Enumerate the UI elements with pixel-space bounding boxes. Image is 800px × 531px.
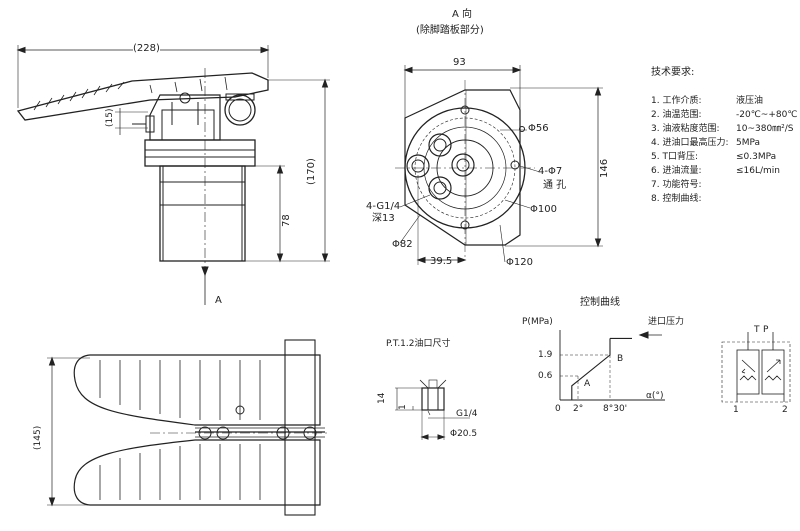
symbol-port-1: 1: [733, 405, 739, 415]
symbol-t-label: T: [754, 325, 760, 335]
region-a-label: A: [584, 379, 591, 389]
tech-req-value: 10~380㎜²/S: [736, 124, 794, 134]
view-a-title: A 向: [452, 9, 473, 20]
tech-req-value: 5MPa: [736, 138, 761, 148]
port-holes: [406, 133, 475, 200]
dia-56: Φ56: [528, 123, 549, 134]
dim-146: 146: [599, 158, 610, 178]
dim-93: 93: [453, 57, 466, 68]
port-dim-1: 1: [398, 404, 408, 410]
dia-82: Φ82: [392, 239, 413, 250]
x-tick-label: 8°30': [603, 404, 628, 414]
view-a-subtitle: (除脚踏板部分): [416, 25, 484, 36]
tech-req-label: 2. 油温范围:: [651, 110, 702, 120]
inlet-pressure-label: 进口压力: [648, 317, 685, 327]
control-curve-line: [571, 337, 632, 400]
tech-req-label: 8. 控制曲线:: [651, 194, 702, 204]
dim-170: (170): [306, 158, 317, 185]
dia-100: Φ100: [530, 204, 557, 215]
x-tick-label: 2°: [573, 404, 584, 414]
y-tick-label: 1.9: [538, 350, 553, 360]
a-direction-view: [395, 65, 603, 265]
tech-req-title: 技术要求:: [651, 67, 695, 78]
dim-39-5: 39.5: [430, 256, 453, 267]
dim-145: (145): [33, 425, 43, 450]
tech-req-label: 7. 功能符号:: [651, 180, 702, 190]
view-arrow-label: A: [215, 295, 222, 306]
curve-series: [571, 338, 611, 400]
chart-ylabel: P(MPa): [522, 317, 553, 327]
chart-xlabel: α(°): [646, 391, 664, 401]
pedal-lower: [73, 439, 321, 506]
port-diameter: Φ20.5: [450, 429, 478, 439]
tech-req-value: -20℃~+80℃: [736, 110, 798, 120]
dim-15: (15): [105, 108, 115, 127]
tech-req-value: ≤0.3MPa: [736, 152, 777, 162]
tech-req-label: 1. 工作介质:: [651, 96, 702, 106]
dim-78: 78: [281, 214, 292, 227]
base-flange: [144, 139, 256, 167]
port-detail: [395, 379, 470, 440]
top-view: [47, 339, 330, 516]
symbol-p-label: P: [763, 325, 769, 335]
tech-req-label: 5. T口背压:: [651, 152, 698, 162]
pedal-plate: [16, 72, 269, 121]
function-symbol: [721, 332, 791, 403]
pedal-roller: [224, 94, 256, 126]
tech-req-label: 4. 进油口最高压力:: [651, 138, 729, 148]
chart-title: 控制曲线: [580, 297, 620, 308]
tech-req-label: 6. 进油流量:: [651, 166, 702, 176]
dia-120: Φ120: [506, 257, 533, 268]
y-tick-label: 0.6: [538, 371, 553, 381]
symbol-port-2: 2: [782, 405, 788, 415]
through-hole: 通 孔: [543, 180, 567, 191]
port-dim-14: 14: [377, 392, 387, 404]
valve-body: [159, 165, 246, 262]
dim-width: (228): [133, 43, 160, 54]
region-b-label: B: [617, 354, 624, 364]
control-curve-axes: [559, 330, 665, 401]
tech-req-value: ≤16L/min: [736, 166, 781, 176]
port-depth: 深13: [372, 213, 395, 224]
front-view: [16, 45, 330, 305]
pedal-upper: [73, 354, 321, 426]
port-detail-title: P.T.1.2油口尺寸: [386, 339, 451, 349]
tech-req-label: 3. 油液粘度范围:: [651, 124, 720, 134]
port-thread: 4-G1/4: [366, 201, 401, 212]
x-tick-label: 0: [555, 404, 561, 414]
holes-4-7: 4-Φ7: [538, 166, 563, 177]
port-thread-size: G1/4: [456, 409, 478, 419]
tech-req-value: 液压油: [736, 96, 764, 106]
